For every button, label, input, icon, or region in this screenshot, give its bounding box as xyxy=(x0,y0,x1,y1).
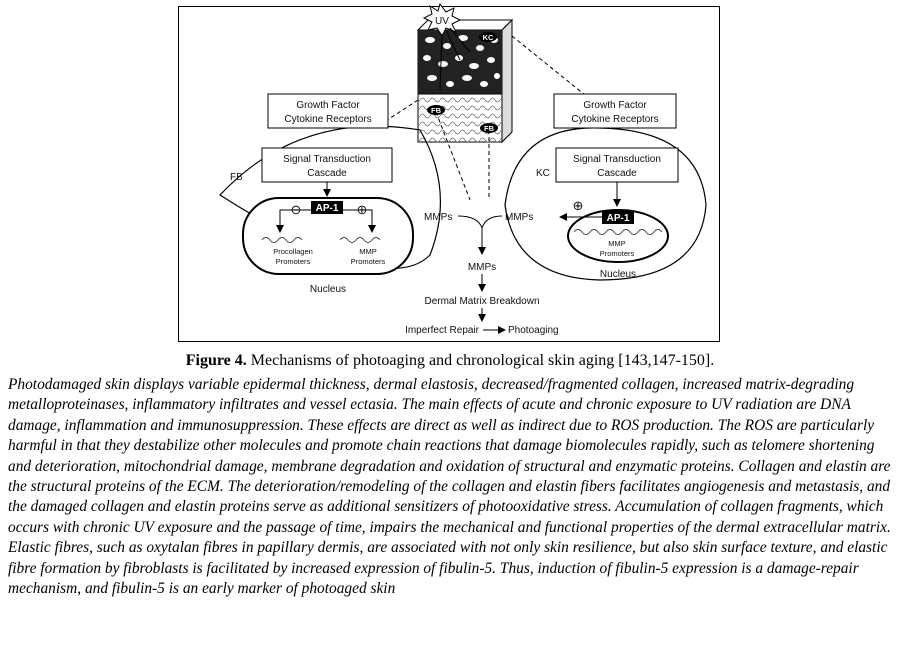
right-cell-outline xyxy=(504,127,707,281)
uv-burst-icon: UV xyxy=(422,2,471,91)
left-cell-label: FB xyxy=(230,172,243,183)
imperfect-repair-label: Imperfect Repair xyxy=(405,325,480,336)
left-cascade-line1: Signal Transduction xyxy=(283,154,371,165)
right-plus-icon: ⊕ xyxy=(573,198,584,213)
left-dna-2 xyxy=(339,237,381,243)
right-ap1-badge xyxy=(602,211,634,224)
left-nucleus xyxy=(242,197,414,275)
right-nucleus xyxy=(567,209,669,263)
right-cascade-line1: Signal Transduction xyxy=(573,154,661,165)
right-cascade-box xyxy=(555,147,679,183)
mmps-right-label: MMPs xyxy=(505,212,533,223)
uv-label: UV xyxy=(435,16,449,27)
photoaging-diagram: KC FB FB UV Growth Factor Cytokine Recep… xyxy=(219,2,707,336)
left-nucleus-label: Nucleus xyxy=(310,284,346,295)
left-receptor-box xyxy=(267,93,389,129)
right-ap1-label: AP-1 xyxy=(607,213,630,224)
mmps-left-label: MMPs xyxy=(424,212,452,223)
left-mmp-line1: MMP xyxy=(359,247,377,256)
fb-tag-1 xyxy=(427,105,445,115)
skin-block: KC FB FB xyxy=(416,18,514,144)
fb-tag-2-label: FB xyxy=(484,124,495,133)
right-receptor-line2: Cytokine Receptors xyxy=(571,114,658,125)
right-cell-label: KC xyxy=(536,168,550,179)
dermal-matrix-breakdown-label: Dermal Matrix Breakdown xyxy=(424,296,539,307)
right-receptor-box xyxy=(553,93,677,129)
right-dna xyxy=(573,229,663,235)
caption-label: Figure 4. xyxy=(185,352,247,369)
procollagen-line1: Procollagen xyxy=(273,247,313,256)
fb-tag-2 xyxy=(480,123,498,133)
right-receptor-line1: Growth Factor xyxy=(583,100,647,111)
right-nucleus-label: Nucleus xyxy=(600,269,636,280)
mmps-center-label: MMPs xyxy=(468,262,496,273)
left-receptor-line1: Growth Factor xyxy=(296,100,360,111)
kc-tag-label: KC xyxy=(483,33,494,42)
left-receptor-line2: Cytokine Receptors xyxy=(284,114,371,125)
left-ap1-badge xyxy=(311,201,343,214)
right-cascade-line2: Cascade xyxy=(597,168,637,179)
caption-text: Mechanisms of photoaging and chronologic… xyxy=(246,352,715,369)
left-dna-1 xyxy=(261,237,303,243)
procollagen-line2: Promoters xyxy=(276,257,311,266)
fb-tag-1-label: FB xyxy=(431,106,442,115)
left-cascade-line2: Cascade xyxy=(307,168,347,179)
left-mmp-line2: Promoters xyxy=(351,257,386,266)
figure-caption: Figure 4. Mechanisms of photoaging and c… xyxy=(0,352,900,370)
right-mmp-line1: MMP xyxy=(608,239,626,248)
body-paragraph: Photodamaged skin displays variable epid… xyxy=(8,376,891,598)
right-mmp-line2: Promoters xyxy=(600,249,635,258)
dermis-fibers xyxy=(418,94,502,142)
kc-tag xyxy=(479,32,497,42)
left-ap1-label: AP-1 xyxy=(316,203,339,214)
photoaging-label: Photoaging xyxy=(508,325,559,336)
